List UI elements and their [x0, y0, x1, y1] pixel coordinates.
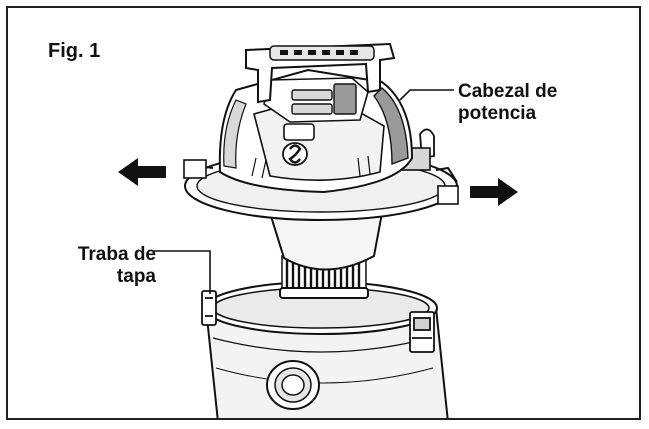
- hose-inlet-port: [266, 360, 320, 410]
- lid-latch-label-line-1: Traba de: [77, 244, 156, 265]
- figure-title: Fig. 1: [48, 40, 101, 62]
- power-head-label-line-1: Cabezal de: [458, 81, 558, 102]
- figure-frame: Fig. 1 Cabezal de potencia Traba de tapa: [6, 6, 641, 420]
- carry-handle: [245, 42, 396, 104]
- power-head-label: Cabezal de potencia: [458, 81, 557, 125]
- arrow-right-icon: [470, 178, 518, 206]
- lid-latch-left: [201, 290, 217, 326]
- power-head-label-line-2: potencia: [458, 103, 537, 124]
- lid-latch-right: [409, 311, 435, 353]
- power-head: [218, 68, 414, 194]
- tank: [204, 281, 449, 418]
- leader-line-lid-latch: [154, 250, 211, 294]
- arrow-left-icon: [118, 158, 166, 186]
- lid-latch-label-line-2: tapa: [116, 266, 156, 287]
- leader-line-power-head: [399, 89, 454, 101]
- lid-latch-label: Traba de tapa: [48, 244, 156, 288]
- motor-housing: [268, 212, 384, 271]
- vacuum-illustration: [118, 42, 518, 418]
